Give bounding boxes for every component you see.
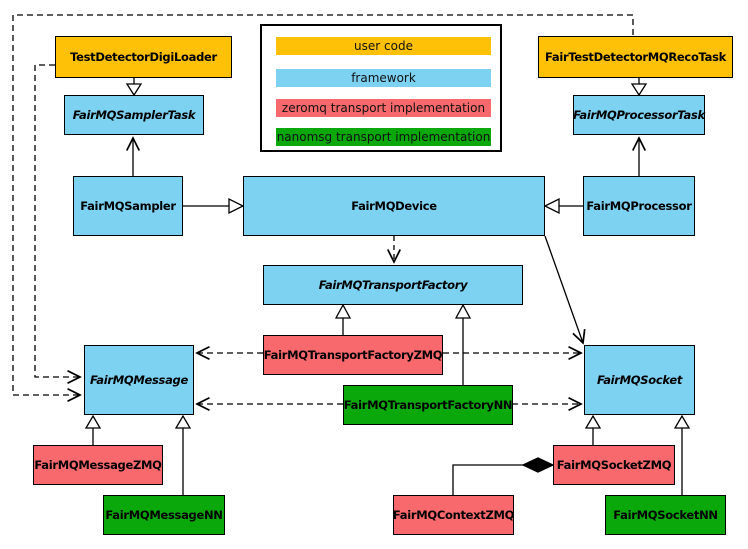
- node-fairmqprocessortask: FairMQProcessorTask: [573, 95, 705, 135]
- node-fairmqtransportfactoryzmq: FairMQTransportFactoryZMQ: [263, 335, 443, 375]
- node-fairmqsamplertask: FairMQSamplerTask: [64, 95, 204, 135]
- triangle-right-device: [228, 197, 245, 215]
- node-fairmqprocessor: FairMQProcessor: [583, 176, 695, 236]
- legend-item-nanomsg: nanomsg transport implementation: [276, 128, 491, 146]
- legend-item-framework: framework: [276, 69, 491, 87]
- node-testdetectordigiloader: TestDetectorDigiLoader: [55, 36, 232, 78]
- node-fairmqmessagezmq: FairMQMessageZMQ: [33, 445, 163, 485]
- node-fairmqsocketnn: FairMQSocketNN: [605, 495, 726, 535]
- node-fairmqsampler: FairMQSampler: [73, 176, 183, 236]
- legend-item-zeromq: zeromq transport implementation: [276, 99, 491, 117]
- triangle-up-factory-right: [454, 303, 472, 319]
- node-fairmqcontextzmq: FairMQContextZMQ: [393, 495, 514, 535]
- triangle-up-message-left: [84, 414, 102, 429]
- node-fairtestdetectormqrecotask: FairTestDetectorMQRecoTask: [538, 36, 733, 78]
- edge-digiloader-message-dashed: [34, 64, 80, 377]
- node-fairmqsocket: FairMQSocket: [584, 345, 695, 415]
- edge-device-socket: [544, 235, 583, 343]
- triangle-left-device: [543, 197, 560, 215]
- edge-contextzmq-socketzmq: [452, 464, 523, 495]
- triangle-up-socket-left: [584, 414, 602, 429]
- triangle-up-message-right: [174, 414, 192, 429]
- triangle-down-samplertask: [125, 83, 143, 97]
- node-fairmqtransportfactorynn: FairMQTransportFactoryNN: [343, 385, 513, 425]
- node-fairmqsocketzmq: FairMQSocketZMQ: [553, 445, 675, 485]
- triangle-up-socket-right: [673, 414, 691, 429]
- node-fairmqmessagenn: FairMQMessageNN: [103, 495, 225, 535]
- triangle-down-processortask: [630, 83, 648, 97]
- legend-item-user-code: user code: [276, 37, 491, 55]
- legend: user code framework zeromq transport imp…: [260, 24, 502, 152]
- edge-recotask-message-dashed: [12, 14, 634, 395]
- node-fairmqdevice: FairMQDevice: [243, 176, 545, 236]
- composition-diamond-icon: [521, 457, 555, 473]
- node-fairmqtransportfactory: FairMQTransportFactory: [263, 265, 523, 305]
- node-fairmqmessage: FairMQMessage: [84, 345, 194, 415]
- triangle-up-factory-left: [334, 303, 352, 319]
